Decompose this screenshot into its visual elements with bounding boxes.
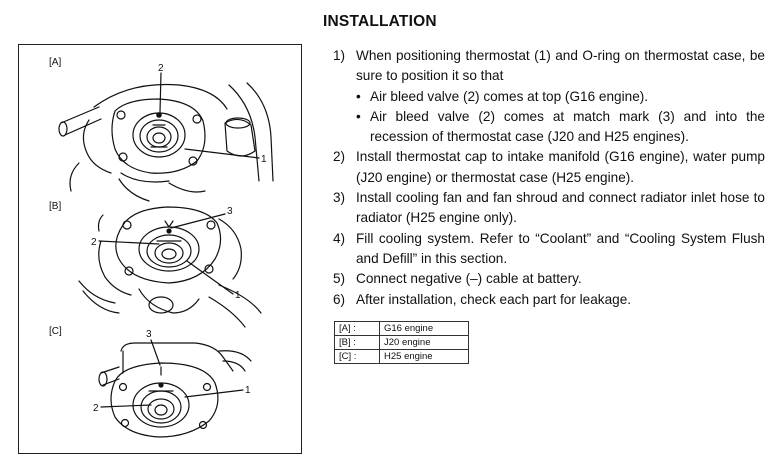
legend-row: [B] : J20 engine [334,335,469,350]
legend-code: [C] : [334,349,380,364]
step-number: 3) [333,190,346,206]
figure-c-drawing [98,339,252,438]
step-1-bullet-1: • Air bleed valve (2) comes at top (G16 … [333,87,765,107]
step-6: 6) After installation, check each part f… [333,290,765,310]
step-text: Connect negative (–) cable at battery. [356,271,582,287]
legend-engine: G16 engine [379,321,469,336]
step-text: After installation, check each part for … [356,291,632,307]
figure-b-callout-2: 2 [91,237,97,248]
legend-engine: H25 engine [379,349,469,364]
step-text: Install cooling fan and fan shroud and c… [356,190,765,226]
legend-row: [A] : G16 engine [334,321,469,336]
page-title: INSTALLATION [323,13,437,30]
legend-row: [C] : H25 engine [334,349,469,364]
figure-a-callout-1: 1 [261,154,267,165]
step-5: 5) Connect negative (–) cable at battery… [333,269,765,289]
step-4: 4) Fill cooling system. Refer to “Coolan… [333,229,765,270]
step-number: 5) [333,271,346,287]
bullet-icon: • [356,88,361,104]
installation-steps: 1) When positioning thermostat (1) and O… [333,46,765,310]
step-1-bullet-2: • Air bleed valve (2) comes at match mar… [333,107,765,148]
figure-c-callout-3: 3 [146,329,152,340]
step-number: 6) [333,291,346,307]
figure-b-callout-1: 1 [235,290,241,301]
legend-code: [A] : [334,321,380,336]
step-text: Install thermostat cap to intake manifol… [356,149,765,185]
bullet-icon: • [356,108,361,124]
bullet-text: Air bleed valve (2) comes at top (G16 en… [370,88,649,104]
step-1: 1) When positioning thermostat (1) and O… [333,46,765,87]
figure-a-callout-2: 2 [158,63,164,74]
step-number: 2) [333,149,346,165]
figure-panel: [A] [B] [C] [18,44,302,454]
step-number: 4) [333,230,346,246]
figure-a-drawing [58,72,274,202]
legend-engine: J20 engine [379,335,469,350]
figure-c-callout-1: 1 [245,385,251,396]
thermostat-illustrations: 2 1 [58,63,274,438]
figure-b-tag: [B] [49,201,62,212]
step-2: 2) Install thermostat cap to intake mani… [333,147,765,188]
legend-code: [B] : [334,335,380,350]
step-text: When positioning thermostat (1) and O-ri… [356,48,765,84]
engine-legend-table: [A] : G16 engine [B] : J20 engine [C] : … [334,321,469,364]
bullet-text: Air bleed valve (2) comes at match mark … [370,108,765,145]
figure-c-callout-2: 2 [93,403,99,414]
figure-c-tag: [C] [49,326,62,337]
step-number: 1) [333,48,346,63]
step-3: 3) Install cooling fan and fan shroud an… [333,188,765,229]
figure-a-tag: [A] [49,57,62,68]
figure-b-drawing [78,206,262,328]
step-text: Fill cooling system. Refer to “Coolant” … [356,230,765,266]
figure-b-callout-3: 3 [227,206,233,217]
